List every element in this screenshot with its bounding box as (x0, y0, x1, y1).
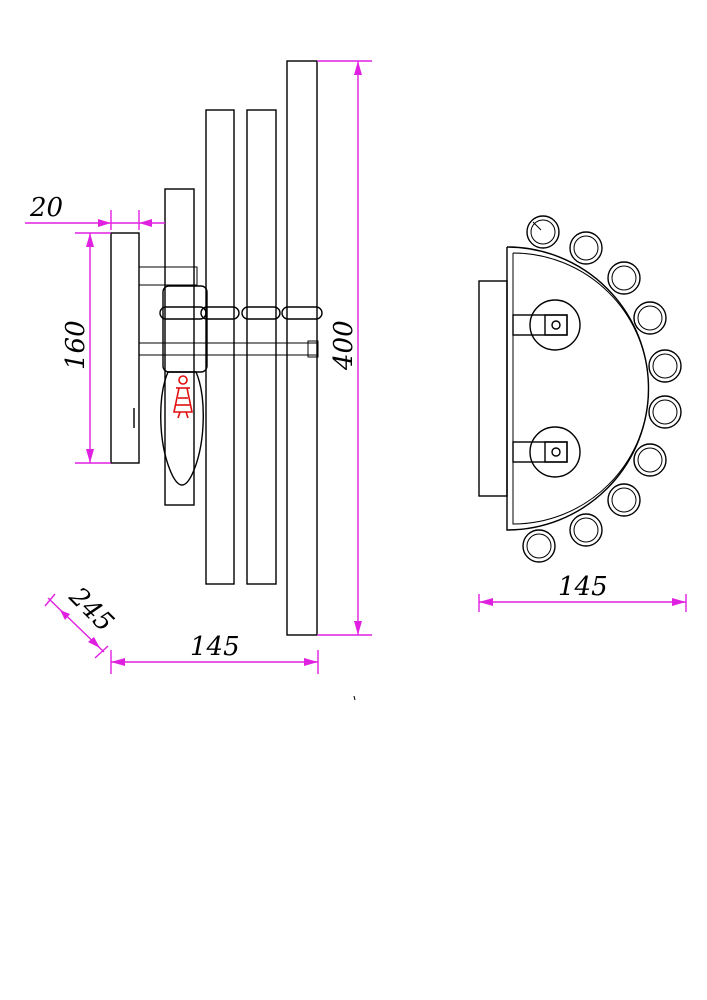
crystal-bar-1 (205, 109, 235, 585)
crystal-bar-2 (286, 60, 318, 636)
bulb-holder-lower (512, 426, 581, 478)
crystal-rings (522, 215, 682, 563)
dimension-label-top-width: 145 (558, 572, 608, 602)
dimension-side-width: 145 (110, 632, 319, 674)
bulb-socket (162, 285, 208, 373)
dimension-side-height: 160 (61, 232, 111, 464)
dimension-projection: 245 (44, 581, 119, 659)
support-rail-end (307, 340, 319, 358)
wall-plate (110, 232, 140, 464)
half-dome-inner (512, 252, 649, 525)
top-wall-plate (478, 280, 508, 497)
dimension-label-height: 160 (61, 320, 91, 370)
dimension-label-total-height: 400 (329, 320, 359, 371)
dimension-top-width: 145 (478, 572, 687, 612)
candle-bulb (160, 371, 204, 486)
stray-mark (353, 695, 356, 701)
clamp-rings (159, 306, 323, 320)
glass-bar-plain (246, 109, 277, 585)
dimension-side-depth: 20 (25, 193, 165, 230)
bulb-holder-upper (512, 299, 581, 351)
side-view: 20 160 400 145 (25, 60, 372, 674)
dimension-label-depth: 20 (29, 193, 63, 223)
bulb-filament (173, 375, 193, 419)
dimension-side-total-height: 400 (317, 60, 372, 636)
arm-block (164, 188, 195, 506)
dimension-label-side-width: 145 (190, 632, 240, 662)
support-bar-top (138, 266, 198, 286)
top-view: 145 (478, 215, 687, 612)
dimension-label-projection: 245 (62, 581, 119, 638)
